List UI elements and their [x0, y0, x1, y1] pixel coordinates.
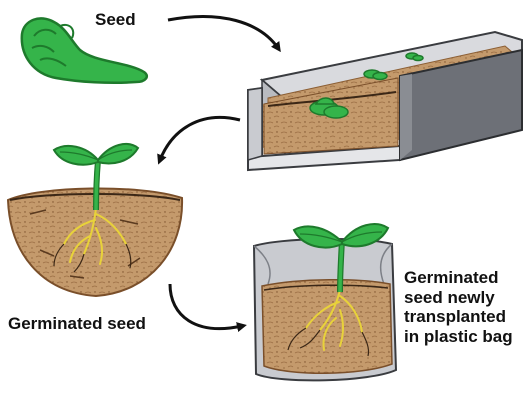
arrow-seed-to-tray — [168, 16, 278, 48]
plastic-bag-seedling-icon — [254, 224, 396, 380]
label-transplanted-line-1: Germinated — [404, 268, 513, 288]
label-transplanted-line-3: transplanted — [404, 307, 513, 327]
label-transplanted-line-4: in plastic bag — [404, 327, 513, 347]
label-germinated-seed: Germinated seed — [8, 314, 146, 333]
label-transplanted: Germinated seed newly transplanted in pl… — [404, 268, 513, 346]
arrow-tray-to-seedling — [160, 117, 240, 160]
label-transplanted-line-2: seed newly — [404, 288, 513, 308]
arrow-seedling-to-bag — [170, 284, 242, 329]
seedling-in-soil-icon — [8, 144, 182, 296]
germination-tray-icon — [248, 32, 522, 170]
label-seed: Seed — [95, 10, 136, 29]
